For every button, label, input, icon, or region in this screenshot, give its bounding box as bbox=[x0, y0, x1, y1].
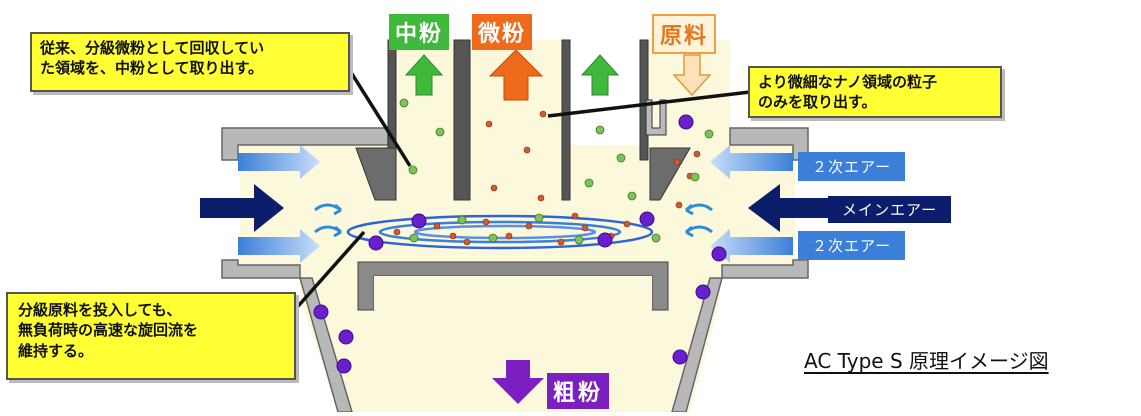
callout-nano-region: より微細なナノ領域の粒子 のみを取り出す。 bbox=[748, 66, 1002, 118]
callout-line: 従来、分級微粉として回収してい bbox=[40, 39, 265, 57]
label-coarse-powder: 粗粉 bbox=[547, 373, 610, 409]
outlet-tubes bbox=[387, 39, 667, 201]
callout-line: 分級原料を投入しても、 bbox=[18, 301, 182, 319]
cone-inner bbox=[374, 276, 652, 310]
callout-line: た領域を、中粉として取り出す。 bbox=[40, 59, 264, 78]
main-air-arrow-right bbox=[748, 184, 836, 232]
coarse-particles bbox=[313, 114, 727, 374]
vortex bbox=[346, 214, 654, 250]
arrow-up-icon bbox=[488, 49, 544, 101]
callout-swirl-flow: 分級原料を投入しても、 無負荷時の高速な旋回流を 維持する。 bbox=[6, 292, 296, 380]
callout-line: 無負荷時の高速な旋回流を bbox=[18, 321, 199, 340]
label-secondary-air-top: ２次エアー bbox=[798, 152, 906, 181]
callout-medium-region: 従来、分級微粉として回収してい た領域を、中粉として取り出す。 bbox=[30, 32, 350, 92]
label-secondary-air-bottom: ２次エアー bbox=[798, 231, 906, 260]
callout-line: のみを取り出す。 bbox=[758, 93, 877, 112]
arrow-right-icon bbox=[238, 145, 320, 263]
label-raw-material: 原料 bbox=[652, 14, 717, 54]
arrow-down-icon bbox=[672, 54, 712, 97]
arrow-up-icon bbox=[404, 54, 444, 96]
medium-particles bbox=[399, 98, 714, 245]
diagram-caption: AC Type S 原理イメージ図 bbox=[804, 349, 1049, 373]
label-main-air: メインエアー bbox=[828, 196, 952, 223]
swirl-icon bbox=[314, 203, 713, 238]
arrow-up-icon bbox=[580, 54, 620, 96]
label-medium-powder: 中粉 bbox=[389, 14, 450, 50]
main-air-arrow-left bbox=[200, 184, 284, 232]
arrow-down-icon bbox=[492, 360, 544, 404]
callout-line: より微細なナノ領域の粒子 bbox=[758, 73, 937, 91]
arrow-left-icon bbox=[710, 145, 793, 263]
callout-line: 維持する。 bbox=[18, 341, 94, 360]
label-fine-powder: 微粉 bbox=[472, 14, 533, 50]
